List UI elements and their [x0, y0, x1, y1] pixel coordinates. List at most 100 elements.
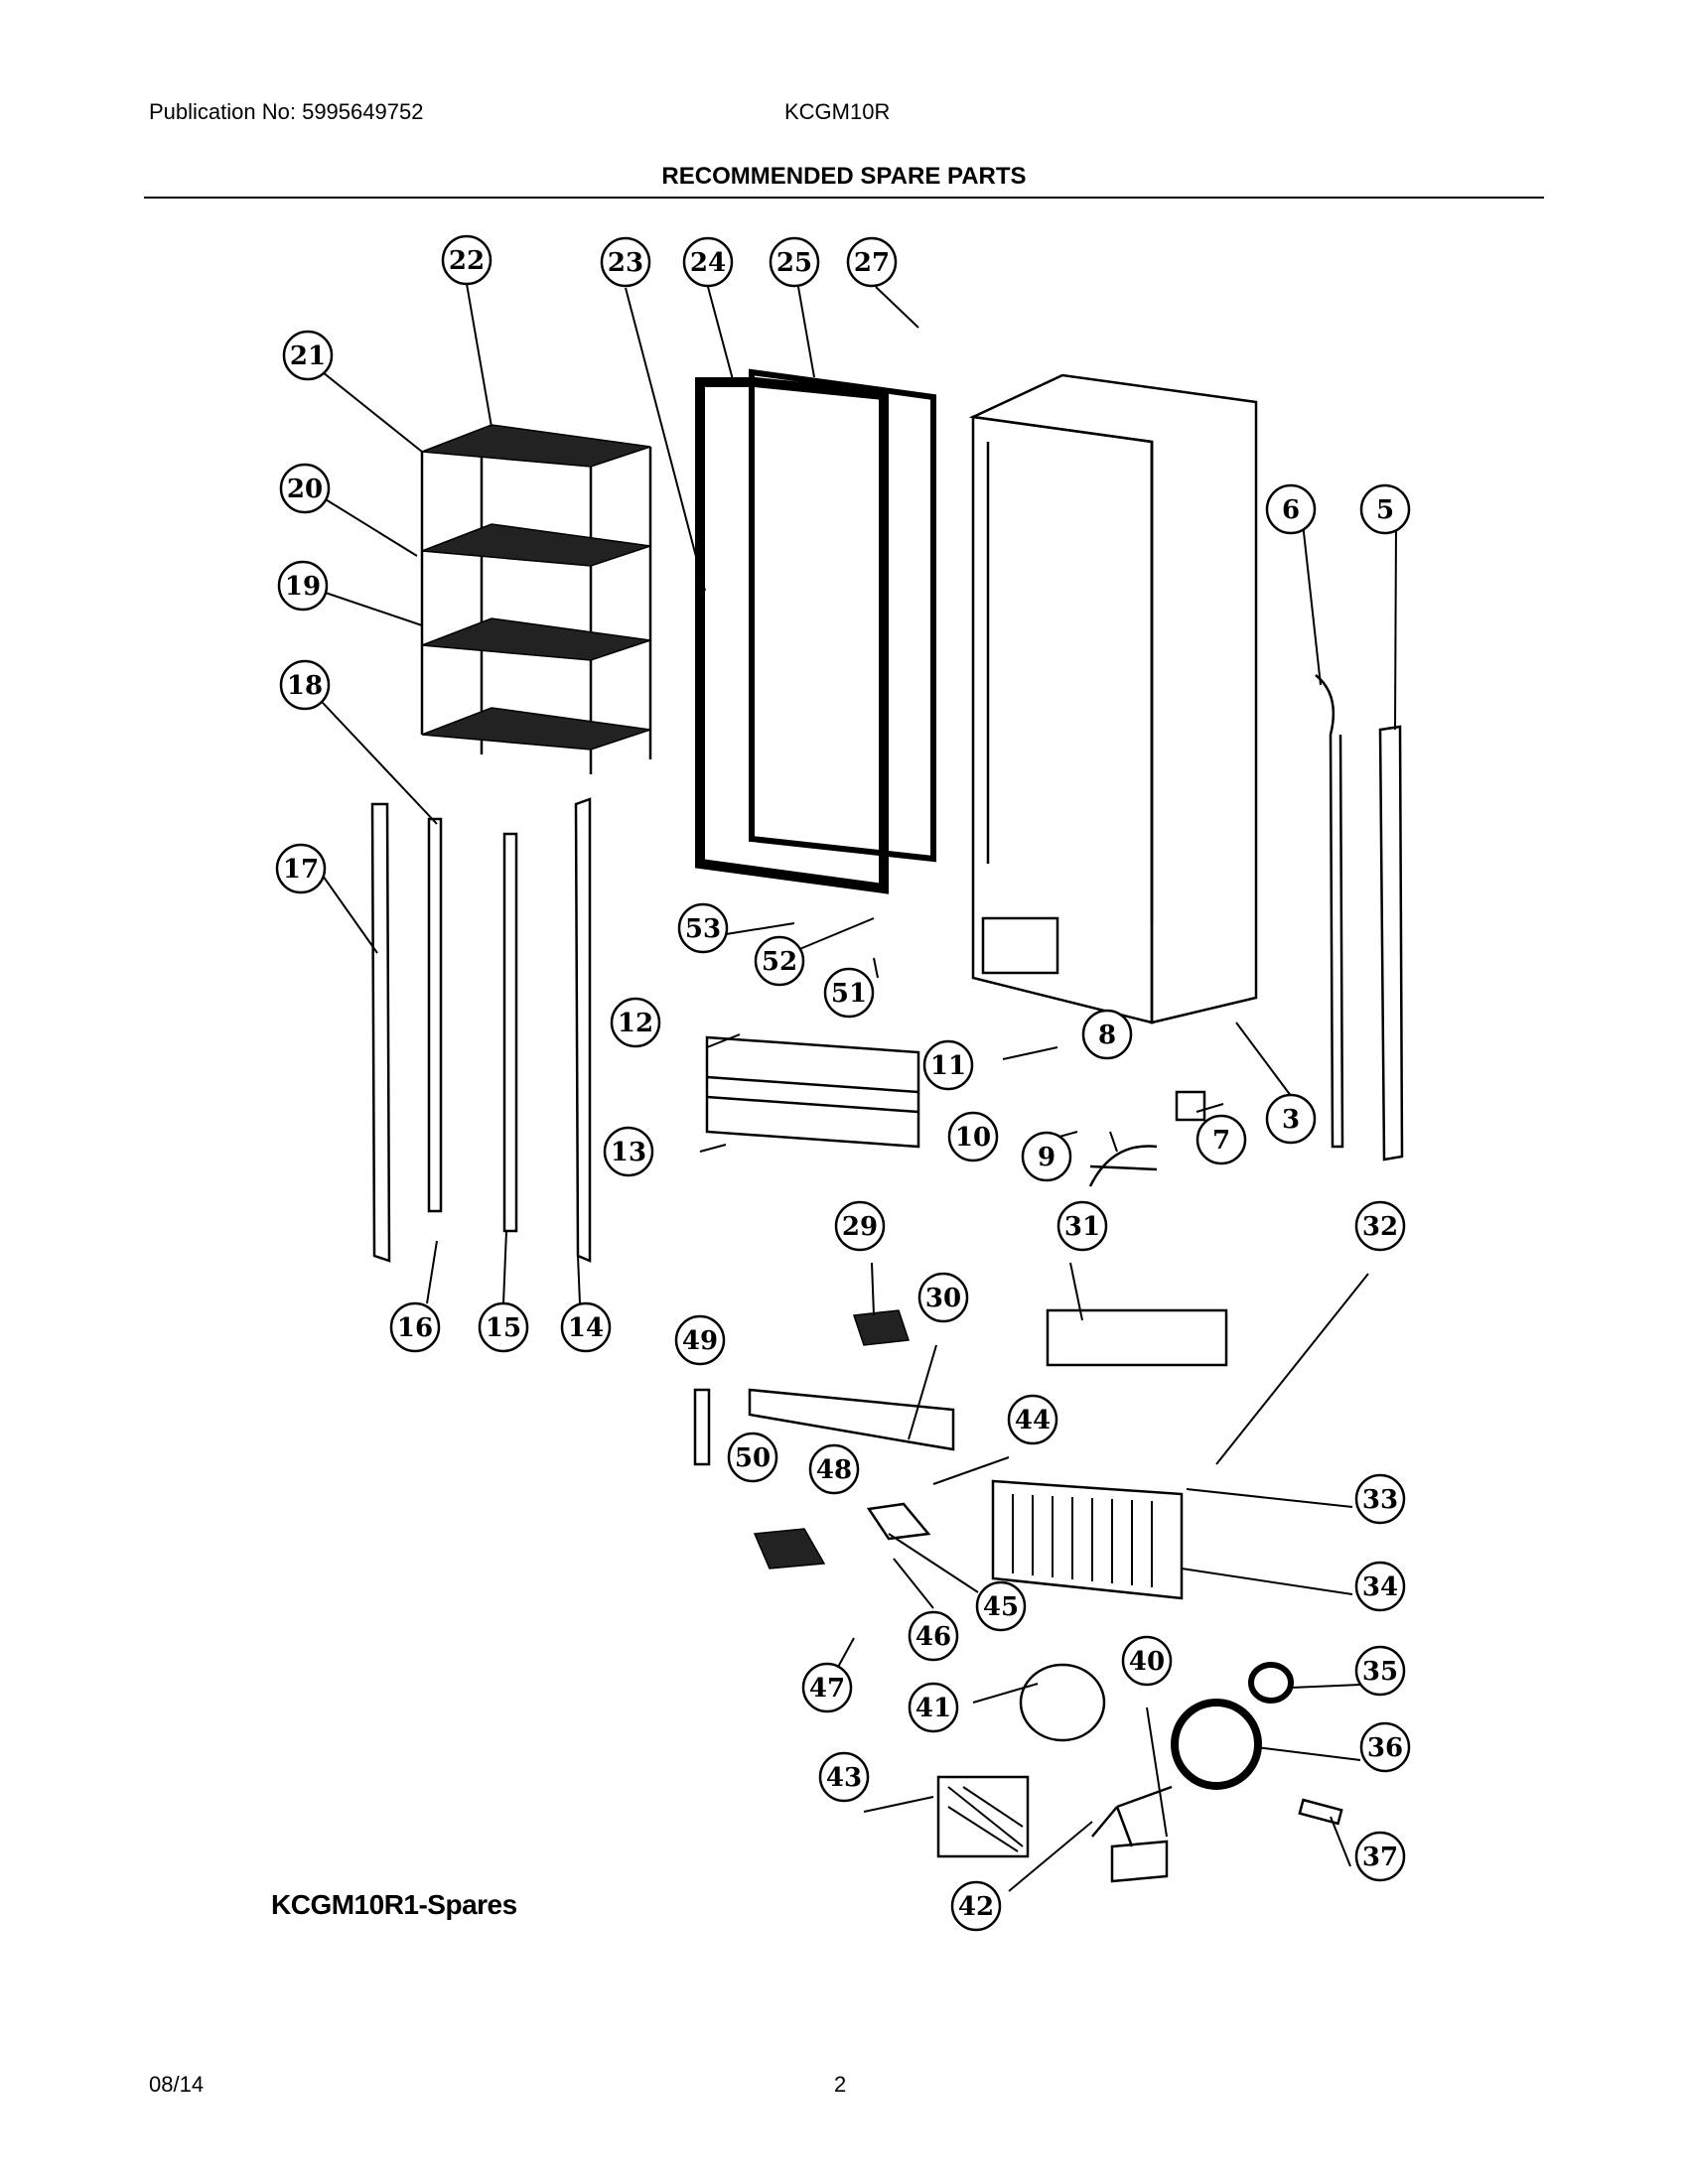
svg-text:32: 32: [1362, 1212, 1398, 1242]
svg-text:20: 20: [287, 475, 323, 504]
callout-18: 18: [279, 659, 331, 711]
callout-44: 44: [1007, 1394, 1058, 1445]
callout-32: 32: [1354, 1200, 1406, 1252]
callout-53: 53: [677, 902, 729, 954]
svg-text:49: 49: [682, 1326, 718, 1356]
svg-text:31: 31: [1064, 1212, 1100, 1242]
callout-13: 13: [603, 1126, 654, 1177]
callout-33: 33: [1354, 1473, 1406, 1525]
svg-text:37: 37: [1362, 1843, 1398, 1872]
page-title: RECOMMENDED SPARE PARTS: [661, 163, 1027, 190]
header-rule: [144, 197, 1544, 199]
callout-3: 3: [1265, 1093, 1317, 1145]
svg-text:3: 3: [1282, 1105, 1300, 1135]
svg-text:51: 51: [831, 979, 867, 1009]
svg-text:11: 11: [930, 1051, 966, 1081]
callout-46: 46: [908, 1610, 959, 1662]
callout-29: 29: [834, 1200, 886, 1252]
svg-text:33: 33: [1362, 1485, 1398, 1515]
leader-lines: [307, 283, 1397, 1892]
svg-text:6: 6: [1282, 495, 1300, 525]
callout-22: 22: [441, 234, 492, 286]
callout-40: 40: [1121, 1635, 1173, 1687]
callout-30: 30: [917, 1272, 969, 1323]
callout-11: 11: [922, 1039, 974, 1091]
svg-text:36: 36: [1367, 1733, 1403, 1763]
callout-52: 52: [754, 935, 805, 987]
svg-text:48: 48: [816, 1455, 852, 1485]
callout-15: 15: [478, 1301, 529, 1353]
svg-text:22: 22: [449, 246, 485, 276]
callout-51: 51: [823, 967, 875, 1019]
svg-text:24: 24: [690, 248, 726, 278]
svg-text:15: 15: [486, 1313, 521, 1343]
callout-8: 8: [1081, 1009, 1133, 1060]
condenser-grille-hatch: [1012, 1494, 1153, 1587]
svg-text:17: 17: [283, 855, 319, 885]
svg-text:5: 5: [1376, 495, 1394, 525]
svg-text:27: 27: [854, 248, 890, 278]
svg-text:9: 9: [1038, 1143, 1055, 1172]
callout-10: 10: [947, 1111, 999, 1162]
callout-7: 7: [1196, 1114, 1247, 1165]
model-number: KCGM10R: [784, 99, 891, 124]
svg-text:46: 46: [915, 1622, 951, 1652]
svg-text:52: 52: [762, 947, 797, 977]
svg-text:25: 25: [776, 248, 812, 278]
svg-text:8: 8: [1098, 1021, 1116, 1050]
svg-text:43: 43: [826, 1763, 862, 1793]
callout-20: 20: [279, 463, 331, 514]
callout-31: 31: [1056, 1200, 1108, 1252]
svg-text:16: 16: [397, 1313, 433, 1343]
svg-text:53: 53: [685, 914, 721, 944]
cabinet-drawing: [968, 373, 1258, 1024]
refrigeration-parts-drawing: [693, 1035, 1343, 1883]
svg-text:21: 21: [290, 341, 326, 371]
callout-41: 41: [908, 1682, 959, 1733]
callout-45: 45: [975, 1580, 1027, 1632]
svg-text:42: 42: [958, 1892, 994, 1922]
svg-text:44: 44: [1015, 1406, 1051, 1435]
callout-16: 16: [389, 1301, 441, 1353]
svg-text:14: 14: [568, 1313, 604, 1343]
svg-text:10: 10: [955, 1123, 991, 1153]
callout-48: 48: [808, 1443, 860, 1495]
door-drawing: [695, 368, 936, 894]
callout-50: 50: [727, 1432, 778, 1483]
callout-21: 21: [282, 330, 334, 381]
svg-text:7: 7: [1212, 1126, 1230, 1156]
publication-number: Publication No: 5995649752: [149, 99, 424, 124]
svg-text:18: 18: [287, 671, 323, 701]
callout-36: 36: [1359, 1721, 1411, 1773]
callout-23: 23: [600, 236, 651, 288]
callout-37: 37: [1354, 1831, 1406, 1882]
svg-text:12: 12: [618, 1009, 653, 1038]
footer-date: 08/14: [149, 2072, 205, 2097]
svg-text:45: 45: [983, 1592, 1019, 1622]
callout-25: 25: [769, 236, 820, 288]
svg-text:40: 40: [1129, 1647, 1165, 1677]
svg-text:34: 34: [1362, 1572, 1398, 1602]
callout-49: 49: [674, 1314, 726, 1366]
callout-42: 42: [950, 1880, 1002, 1932]
svg-text:29: 29: [842, 1212, 878, 1242]
trim-strips-drawing: [370, 674, 1404, 1263]
svg-text:13: 13: [611, 1138, 646, 1167]
svg-text:30: 30: [925, 1284, 961, 1313]
callout-17: 17: [275, 843, 327, 894]
callout-5: 5: [1359, 483, 1411, 535]
svg-text:19: 19: [285, 572, 321, 602]
svg-text:23: 23: [608, 248, 643, 278]
callout-19: 19: [277, 560, 329, 612]
callout-27: 27: [846, 236, 898, 288]
svg-text:47: 47: [809, 1674, 845, 1704]
svg-text:41: 41: [915, 1694, 951, 1723]
svg-text:50: 50: [735, 1443, 771, 1473]
callout-47: 47: [801, 1662, 853, 1713]
page-number: 2: [834, 2072, 847, 2097]
callout-24: 24: [682, 236, 734, 288]
callout-14: 14: [560, 1301, 612, 1353]
callout-34: 34: [1354, 1561, 1406, 1612]
callout-35: 35: [1354, 1645, 1406, 1697]
